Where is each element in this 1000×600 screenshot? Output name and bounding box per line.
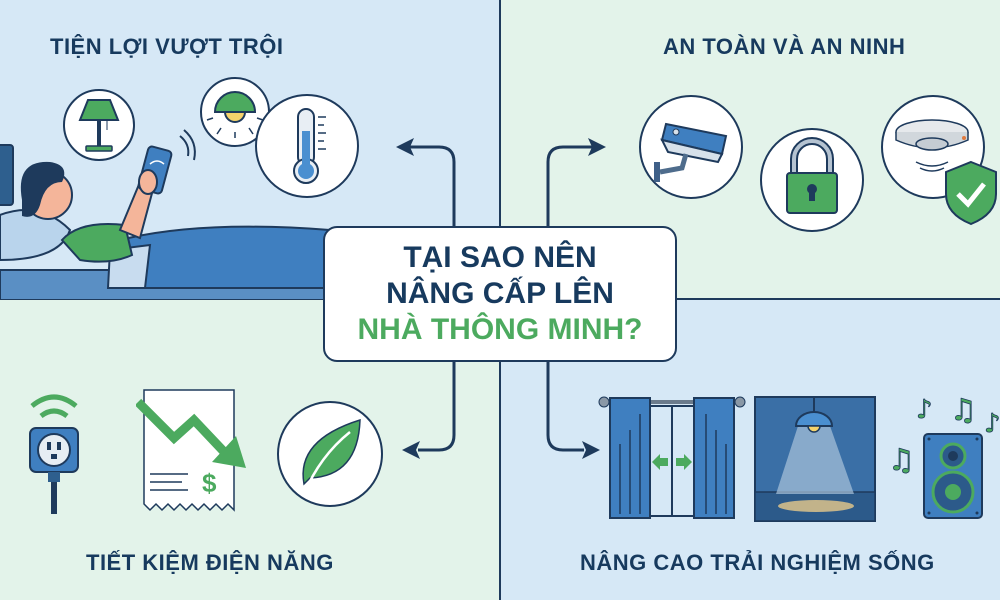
speaker-music-icon: ♪ ♫ ♪ ♫ (888, 393, 1000, 519)
svg-text:$: $ (202, 468, 217, 498)
title-convenience: TIỆN LỢI VƯỢT TRỘI (50, 34, 284, 59)
thermometer-icon (255, 94, 359, 198)
center-line-2: NÂNG CẤP LÊN (386, 277, 614, 310)
table-lamp-icon (63, 89, 135, 161)
bill-down-trend-icon: $ (136, 389, 246, 512)
leaf-icon (277, 401, 383, 507)
title-energy-saving: TIẾT KIỆM ĐIỆN NĂNG (86, 550, 334, 575)
padlock-icon (760, 128, 864, 232)
ceiling-light-icon (200, 77, 270, 147)
svg-text:♫: ♫ (888, 443, 915, 478)
smart-curtain-icon (598, 396, 746, 519)
smart-plug-icon (29, 394, 79, 514)
title-living-experience: NÂNG CAO TRẢI NGHIỆM SỐNG (580, 550, 935, 575)
person-in-bed-with-phone (0, 129, 330, 300)
svg-text:♫: ♫ (950, 393, 977, 428)
center-line-1: TẠI SAO NÊN (403, 241, 597, 274)
shield-check-icon (945, 160, 997, 226)
security-camera-icon (639, 95, 743, 199)
title-security: AN TOÀN VÀ AN NINH (663, 34, 906, 59)
central-question-box: TẠI SAO NÊN NÂNG CẤP LÊN NHÀ THÔNG MINH? (323, 226, 677, 362)
center-line-3: NHÀ THÔNG MINH? (357, 313, 643, 346)
svg-text:♪: ♪ (916, 395, 933, 425)
pendant-lamp-icon (754, 396, 876, 522)
svg-text:♪: ♪ (984, 409, 1000, 439)
